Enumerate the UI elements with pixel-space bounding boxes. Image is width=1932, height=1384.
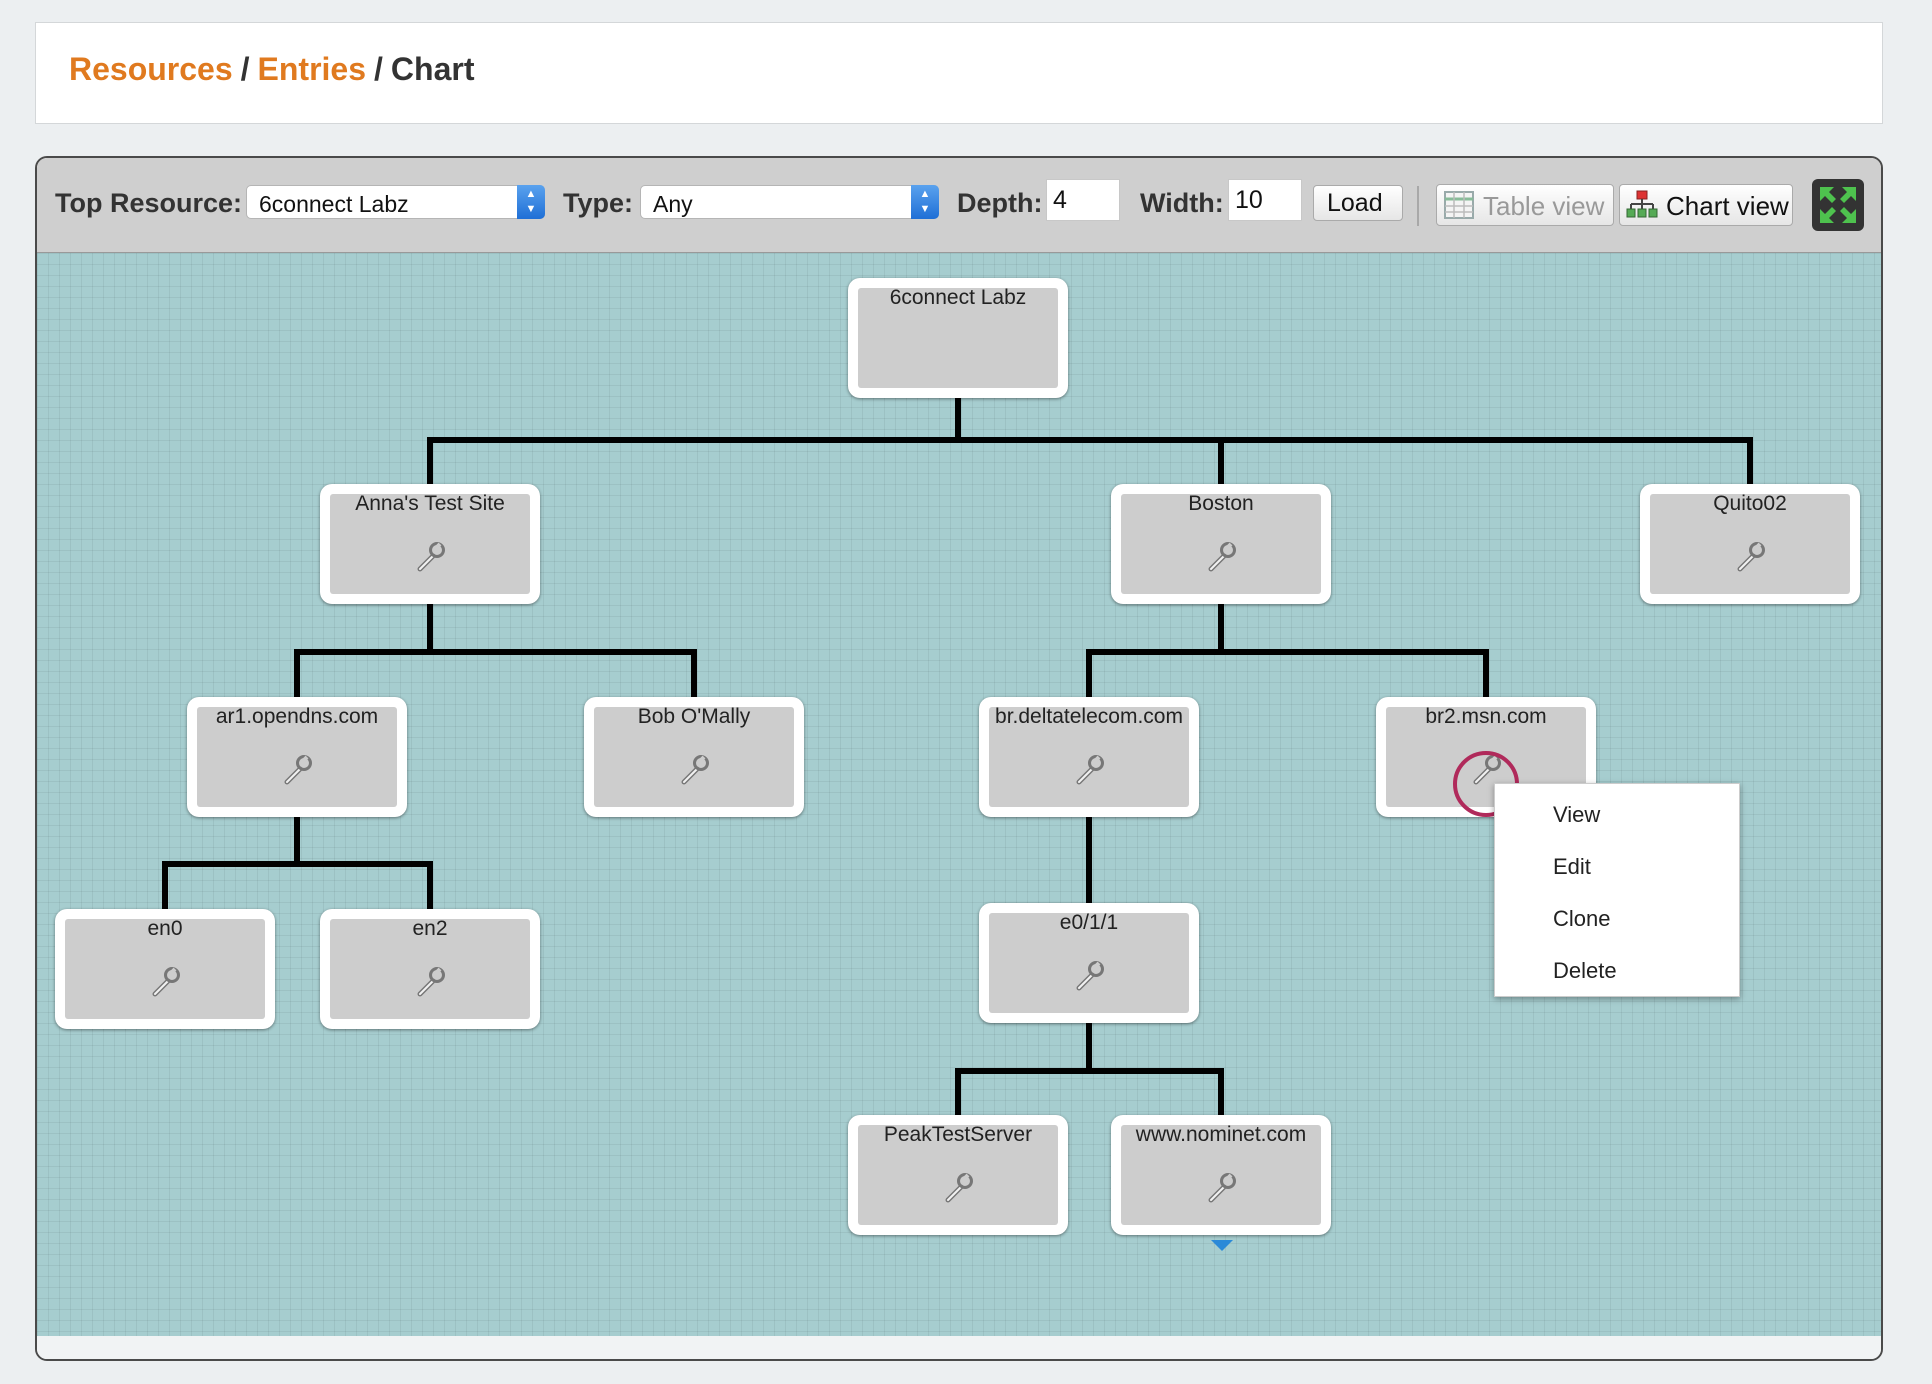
load-button[interactable]: Load xyxy=(1313,185,1403,221)
breadcrumb-resources-link[interactable]: Resources xyxy=(69,51,233,87)
node-label: Anna's Test Site xyxy=(355,492,505,515)
menu-item-clone[interactable]: Clone xyxy=(1553,906,1611,931)
breadcrumb-separator: / xyxy=(240,51,250,87)
chart-footer xyxy=(37,1336,1881,1359)
tree-node[interactable]: en2 xyxy=(320,909,540,1029)
fullscreen-button[interactable] xyxy=(1812,179,1864,231)
type-label: Type: xyxy=(563,188,634,218)
top-resource-value: 6connect Labz xyxy=(259,191,409,217)
toolbar-divider xyxy=(1417,186,1419,226)
top-resource-label: Top Resource: xyxy=(55,188,243,218)
breadcrumb-panel: Resources/Entries/Chart xyxy=(35,22,1883,124)
node-label: en0 xyxy=(147,917,183,940)
node-label: en2 xyxy=(412,917,448,940)
tree-node[interactable]: Bob O'Mally xyxy=(584,697,804,817)
type-select[interactable]: Any ▲▼ xyxy=(640,185,939,219)
wrench-icon[interactable] xyxy=(941,1171,975,1205)
node-label: Bob O'Mally xyxy=(637,705,751,728)
org-chart-icon xyxy=(1626,190,1658,227)
menu-item-view[interactable]: View xyxy=(1553,802,1601,827)
depth-input[interactable]: 4 xyxy=(1046,179,1120,221)
table-view-label: Table view xyxy=(1483,191,1605,221)
tree-node[interactable]: e0/1/1 xyxy=(979,903,1199,1023)
tree-node[interactable]: Anna's Test Site xyxy=(320,484,540,604)
chart-view-button[interactable]: Chart view xyxy=(1619,184,1793,226)
menu-item-edit[interactable]: Edit xyxy=(1553,854,1591,879)
type-value: Any xyxy=(653,191,693,217)
node-label: br.deltatelecom.com xyxy=(995,705,1183,728)
node-label: e0/1/1 xyxy=(1059,911,1119,934)
wrench-icon[interactable] xyxy=(1204,540,1238,574)
tree-node[interactable]: en0 xyxy=(55,909,275,1029)
node-label: PeakTestServer xyxy=(883,1123,1033,1146)
breadcrumb: Resources/Entries/Chart xyxy=(69,51,474,88)
top-resource-select[interactable]: 6connect Labz ▲▼ xyxy=(246,185,545,219)
breadcrumb-current: Chart xyxy=(390,51,475,87)
node-label: Boston xyxy=(1188,492,1254,515)
tree-node[interactable]: PeakTestServer xyxy=(848,1115,1068,1235)
table-view-button[interactable]: Table view xyxy=(1436,184,1614,226)
tree-node[interactable]: Quito02 xyxy=(1640,484,1860,604)
wrench-icon[interactable] xyxy=(1204,1171,1238,1205)
width-label: Width: xyxy=(1140,188,1224,218)
wrench-icon[interactable] xyxy=(413,965,447,999)
edge xyxy=(294,599,697,698)
edge xyxy=(955,1017,1224,1116)
select-arrows-icon: ▲▼ xyxy=(911,185,939,219)
wrench-icon[interactable] xyxy=(148,965,182,999)
wrench-icon[interactable] xyxy=(677,753,711,787)
table-icon xyxy=(1443,190,1475,227)
edge xyxy=(1086,599,1489,698)
node-label: www.nominet.com xyxy=(1135,1123,1307,1146)
tree-node[interactable]: www.nominet.com xyxy=(1111,1115,1331,1235)
tree-node[interactable]: br.deltatelecom.com xyxy=(979,697,1199,817)
wrench-icon[interactable] xyxy=(413,540,447,574)
chart-toolbar: Top Resource: 6connect Labz ▲▼ Type: Any… xyxy=(37,158,1881,253)
wrench-icon[interactable] xyxy=(1733,540,1767,574)
breadcrumb-separator: / xyxy=(374,51,383,87)
chart-view-label: Chart view xyxy=(1666,191,1789,221)
wrench-icon[interactable] xyxy=(280,753,314,787)
breadcrumb-entries-link[interactable]: Entries xyxy=(257,51,367,87)
node-label: ar1.opendns.com xyxy=(215,705,379,728)
tree-node[interactable]: ar1.opendns.com xyxy=(187,697,407,817)
tree-node[interactable]: Boston xyxy=(1111,484,1331,604)
context-menu: View Edit Clone Delete xyxy=(1494,783,1740,997)
edge xyxy=(162,812,433,910)
select-arrows-icon: ▲▼ xyxy=(517,185,545,219)
node-label: 6connect Labz xyxy=(889,286,1027,309)
wrench-icon[interactable] xyxy=(1072,959,1106,993)
expand-more-icon[interactable] xyxy=(1211,1240,1233,1251)
fullscreen-icon xyxy=(1820,187,1856,223)
node-label: Quito02 xyxy=(1713,492,1787,515)
wrench-icon[interactable] xyxy=(1072,753,1106,787)
depth-label: Depth: xyxy=(957,188,1043,218)
tree-node[interactable]: 6connect Labz xyxy=(848,278,1068,398)
menu-item-delete[interactable]: Delete xyxy=(1553,958,1617,983)
node-label: br2.msn.com xyxy=(1425,705,1547,728)
width-input[interactable]: 10 xyxy=(1228,179,1302,221)
edge xyxy=(427,393,1753,485)
